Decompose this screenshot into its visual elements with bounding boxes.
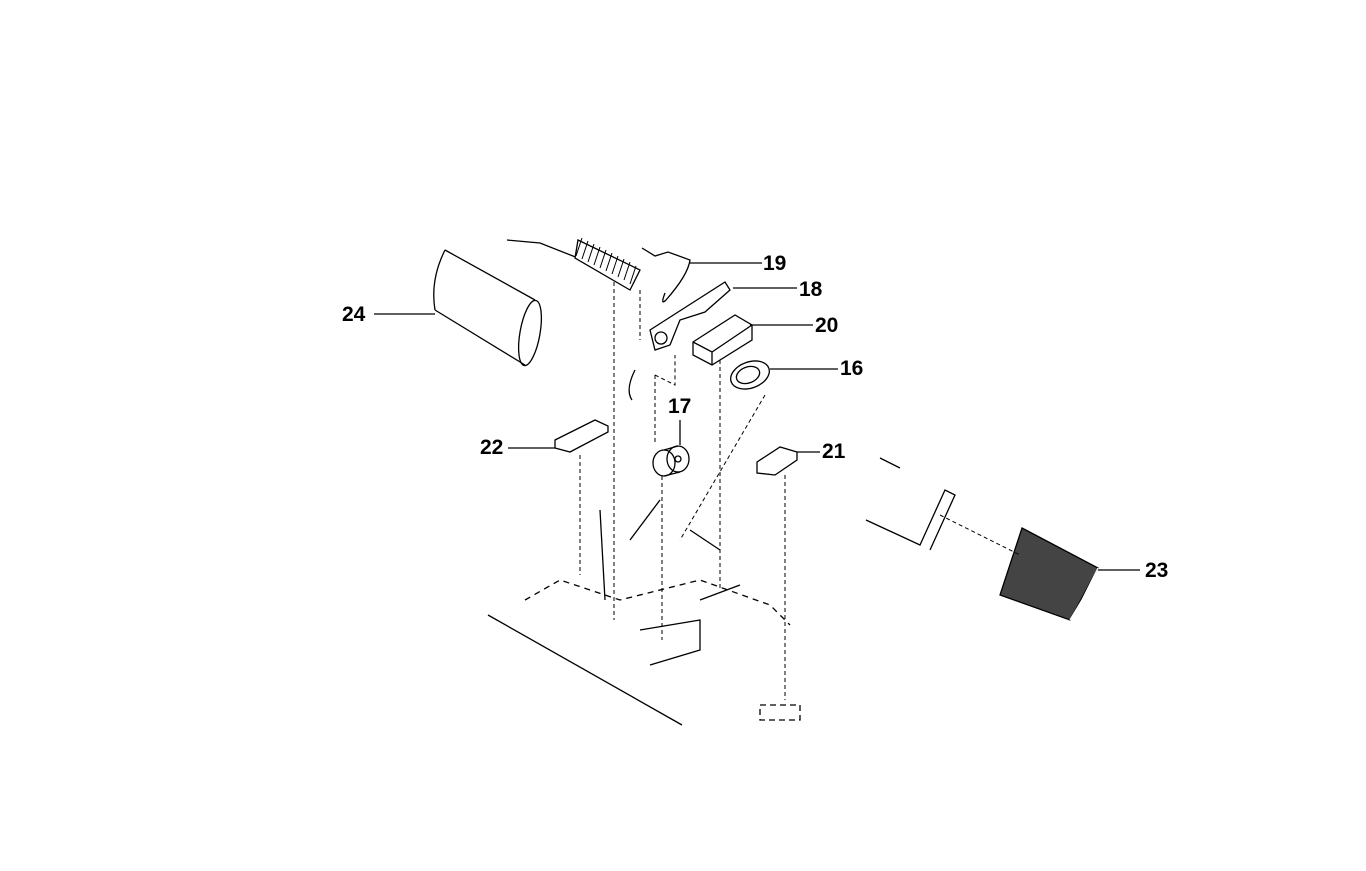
- callout-21: 21: [822, 440, 846, 463]
- callout-23: 23: [1145, 559, 1169, 582]
- callout-17: 17: [668, 395, 692, 418]
- part-23-pedal-pad: [999, 527, 1099, 621]
- callout-20: 20: [815, 314, 839, 337]
- assembly-lines: [579, 282, 1021, 700]
- callout-22: 22: [480, 436, 504, 459]
- callout-18: 18: [799, 278, 823, 301]
- part-22-plate: [554, 419, 609, 453]
- callout-16: 16: [840, 357, 864, 380]
- part-17-roller: [652, 445, 690, 477]
- part-19-clip: [641, 247, 691, 303]
- part-16-bearing: [730, 360, 770, 390]
- part-20-block: [692, 314, 753, 366]
- leader-lines: [374, 262, 1140, 571]
- part-18-lever: [649, 281, 731, 351]
- part-24-grip: [433, 249, 543, 367]
- part-spring: [506, 237, 641, 291]
- callout-24: 24: [342, 303, 366, 326]
- base-frame: [487, 369, 801, 726]
- pedal-arm: [865, 457, 956, 551]
- callout-19: 19: [763, 252, 787, 275]
- part-21-bracket: [756, 446, 798, 476]
